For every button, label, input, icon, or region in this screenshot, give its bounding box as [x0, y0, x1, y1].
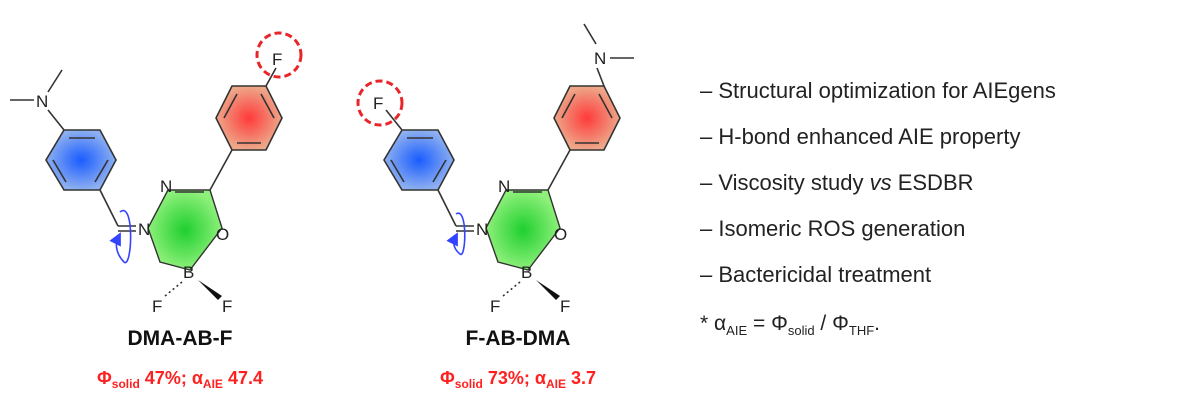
- feature-item: – Structural optimization for AIEgens: [700, 78, 1056, 103]
- atom-n-imine: N: [476, 220, 488, 239]
- atom-n-ring: N: [498, 177, 510, 196]
- atom-n-dimethyl: N: [36, 92, 48, 111]
- rotation-arrow-icon: [446, 212, 466, 255]
- molecule-name: DMA-AB-F: [128, 327, 233, 350]
- rotation-arrow-icon: [109, 209, 132, 264]
- blue-benzene-ring: [45, 129, 117, 191]
- molecule-name: F-AB-DMA: [466, 327, 571, 350]
- orange-benzene-ring: [553, 85, 621, 151]
- feature-item: – Isomeric ROS generation: [700, 216, 966, 241]
- atom-n-imine: N: [138, 220, 150, 239]
- atom-f-left: F: [490, 297, 500, 316]
- atom-o: O: [554, 225, 567, 244]
- feature-list: – Structural optimization for AIEgens – …: [700, 68, 1056, 298]
- atom-b: B: [183, 263, 194, 282]
- atom-f-highlight: F: [373, 94, 383, 113]
- blue-benzene-ring: [383, 129, 455, 191]
- atom-f-left: F: [152, 297, 162, 316]
- green-heterocycle-ring: [485, 189, 561, 271]
- atom-f-right: F: [222, 297, 232, 316]
- atom-n-dimethyl: N: [594, 49, 606, 68]
- molecule-dma-ab-f: N N N O B F F F DMA-AB-F Φsolid 47%; αAI…: [10, 31, 303, 391]
- molecule-f-ab-dma: F N N O B F F N F-AB-DMA Φsolid 73%; αAI…: [356, 23, 634, 391]
- feature-item: – H-bond enhanced AIE property: [700, 124, 1021, 149]
- atom-o: O: [216, 225, 229, 244]
- atom-f-right: F: [560, 297, 570, 316]
- feature-item: – Viscosity study vs ESDBR: [700, 170, 974, 195]
- fluorine-highlight-circle: [356, 79, 404, 127]
- aie-formula: * αAIE = Φsolid / ΦTHF.: [700, 312, 880, 339]
- molecule-properties: Φsolid 73%; αAIE 3.7: [440, 368, 596, 391]
- atom-f-highlight: F: [272, 50, 282, 69]
- atom-n-ring: N: [160, 177, 172, 196]
- molecule-properties: Φsolid 47%; αAIE 47.4: [97, 368, 263, 391]
- atom-b: B: [521, 263, 532, 282]
- feature-item: – Bactericidal treatment: [700, 262, 932, 287]
- orange-benzene-ring: [215, 85, 283, 151]
- dimethylamino-group: N: [10, 69, 65, 131]
- green-heterocycle-ring: [147, 189, 223, 271]
- fluorine-highlight-circle: [255, 31, 303, 79]
